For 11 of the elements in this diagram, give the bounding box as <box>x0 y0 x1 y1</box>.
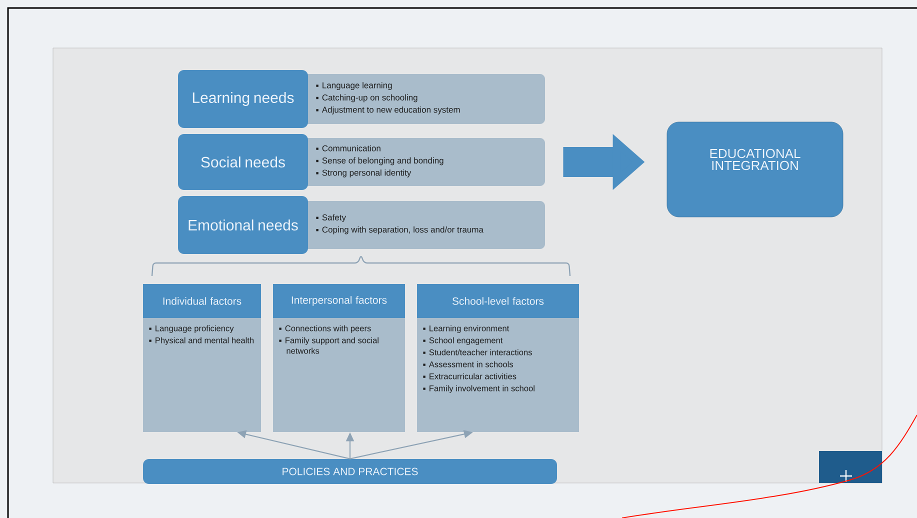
factor-box: Interpersonal factors Connections with peers Family support and social networks <box>273 284 405 432</box>
need-box: Social needs <box>178 134 308 190</box>
bullet-list-box: Language learning Catching-up on schooling Adjustment to new education system <box>300 74 545 124</box>
outcome-box: EDUCATIONAL INTEGRATION <box>666 122 844 218</box>
factor-box: Individual factors Language proficiency Physical and mental health <box>143 284 261 432</box>
need-box: Emotional needs <box>178 196 308 254</box>
bullet-list-box: Safety Coping with separation, loss and/or trauma <box>300 201 545 249</box>
bullet-list-box: Communication Sense of belonging and bonding Strong personal identity <box>300 138 545 186</box>
need-box: Learning needs <box>178 70 308 128</box>
factor-box: School-level factors Learning environment School engagement Student/teacher interactions Assessment in schools Extracurricular activities Family involvement in school <box>417 284 579 432</box>
policy-bar: POLICIES AND PRACTICES <box>143 459 557 484</box>
